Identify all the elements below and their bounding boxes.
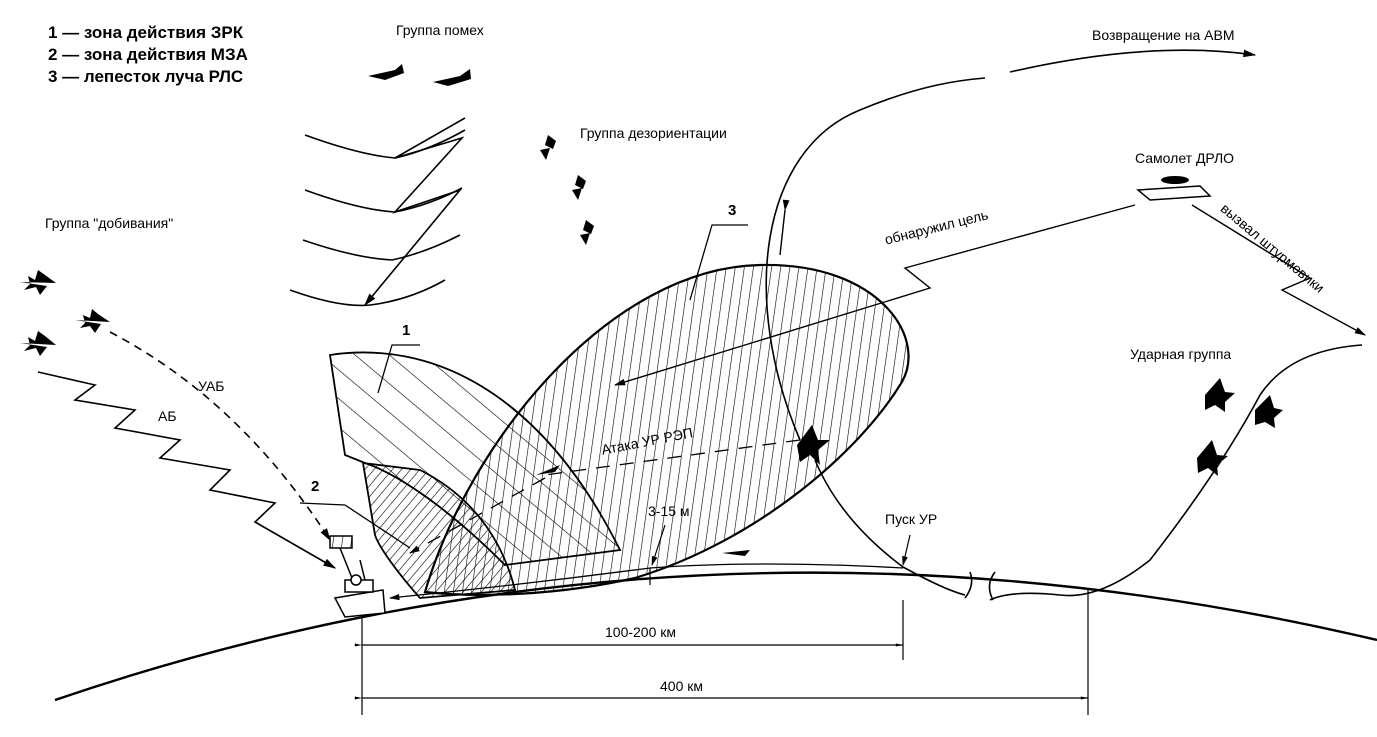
fighter-icon (75, 309, 110, 333)
strike-plane-icon (1205, 378, 1235, 412)
label-disorientation: Группа дезориентации (580, 125, 727, 141)
legend: 1 — зона действия ЗРК 2 — зона действия … (48, 22, 248, 88)
disorientation-plane-icon (540, 135, 556, 160)
ship-icon (329, 535, 386, 618)
label-ab: АБ (158, 408, 177, 424)
legend-item-sam: 1 — зона действия ЗРК (48, 23, 244, 42)
earth-surface (54, 571, 1377, 702)
label-awacs: Самолет ДРЛО (1135, 150, 1235, 166)
awacs-icon (1136, 176, 1212, 201)
legend-item-aaa: 2 — зона действия МЗА (48, 45, 248, 64)
strike-flight-path (989, 344, 1363, 601)
label-strike: Ударная группа (1130, 346, 1232, 362)
fighter-icon (20, 331, 56, 356)
label-uab: УАБ (198, 378, 225, 394)
detected-link (613, 204, 1136, 386)
missile-icon (722, 550, 750, 556)
label-range-100-200: 100-200 км (605, 624, 677, 640)
zone-number-2: 2 (311, 478, 320, 495)
zone-number-3: 3 (728, 202, 737, 219)
disorientation-plane-icon (580, 220, 594, 245)
called-link (1191, 204, 1366, 336)
missile-icon (536, 465, 560, 475)
label-range-400: 400 км (660, 678, 703, 694)
label-finishing: Группа "добивания" (45, 215, 174, 231)
label-altitude: 3-15 м (648, 503, 690, 519)
jammer-plane-icon (368, 64, 404, 80)
strike-plane-icon (1197, 440, 1228, 476)
label-launch: Пуск УР (885, 511, 938, 527)
attack-plane-icon (797, 425, 830, 465)
label-return: Возвращение на АВМ (1092, 27, 1235, 43)
ab-trajectory (37, 371, 337, 569)
legend-item-radar: 3 — лепесток луча РЛС (48, 67, 244, 86)
uab-trajectory (109, 331, 331, 542)
label-jammers: Группа помех (396, 22, 484, 38)
zone-number-1: 1 (402, 322, 411, 339)
return-path (1009, 49, 1257, 73)
disorientation-plane-icon (572, 175, 586, 200)
fighter-icon (20, 270, 56, 295)
aircraft-icons (20, 64, 1283, 556)
strike-plane-icon (1255, 395, 1283, 428)
jammer-plane-icon (433, 69, 471, 86)
